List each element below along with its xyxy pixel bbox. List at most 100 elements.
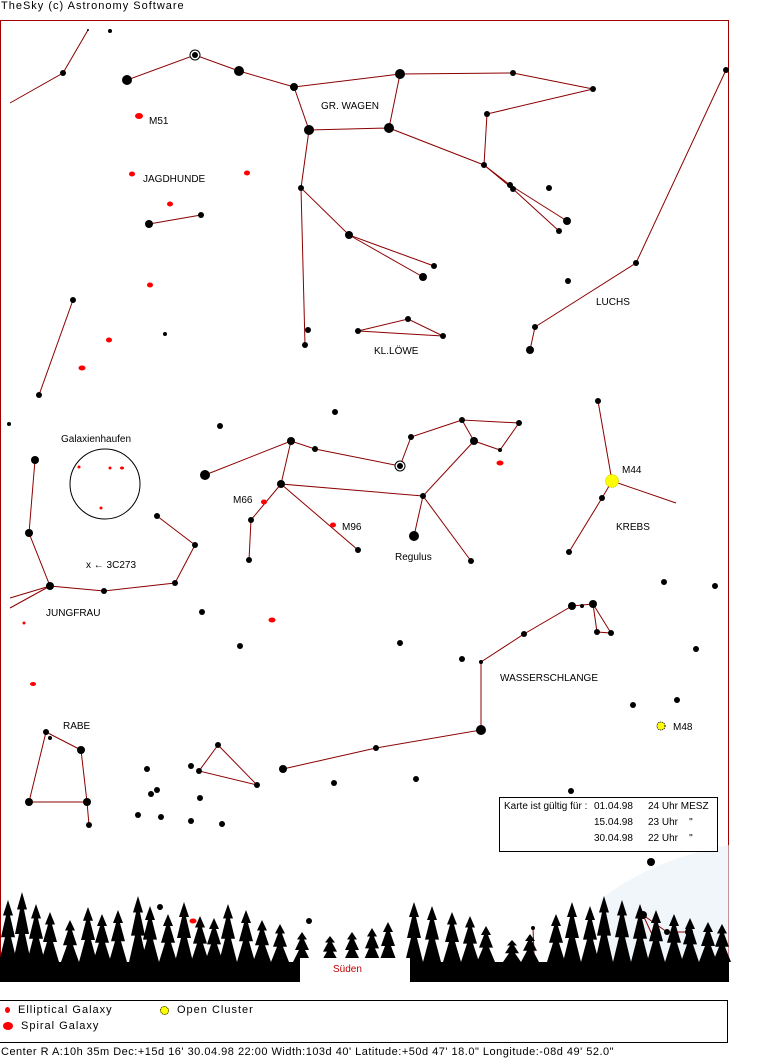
open-cluster-m48-icon [656,721,666,731]
star [234,66,244,76]
star [712,583,718,589]
star [568,602,576,610]
validity-date: 01.04.98 [594,801,633,812]
star [384,123,394,133]
star [331,780,337,786]
star [122,75,132,85]
galaxy-icon [106,337,112,343]
star [306,918,312,924]
star [470,437,478,445]
star [531,926,535,930]
star [556,228,562,234]
spiral-galaxy-icon [3,1022,13,1030]
status-bar: Center R A:10h 35m Dec:+15d 16' 30.04.98… [1,1046,615,1058]
legend-spiral: Spiral Galaxy [21,1020,100,1032]
star-chart [0,20,731,982]
label-kl-loewe: KL.LÖWE [374,346,419,357]
constellation-line [348,234,424,278]
label-m51: M51 [149,116,169,127]
constellation-line [282,603,612,770]
star [145,220,153,228]
star [279,765,287,773]
star [568,788,574,794]
star [302,342,308,348]
star [355,328,361,334]
constellation-line [483,164,568,222]
star [647,858,655,866]
galaxy-icon [268,617,276,623]
star [565,278,571,284]
label-m44: M44 [622,465,642,476]
app-title: TheSky (c) Astronomy Software [1,0,185,12]
star [312,446,318,452]
galaxy-icon [244,170,250,176]
galaxy-icon [261,499,267,505]
star [397,463,403,469]
legend-open-cluster: Open Cluster [177,1004,254,1016]
label-3c273: x ← 3C273 [86,560,137,571]
elliptical-galaxy-icon [5,1007,10,1013]
star [419,273,427,281]
constellation-line [9,585,51,599]
star [595,398,601,404]
label-luchs: LUCHS [596,297,630,308]
star [409,531,419,541]
horizon-gap [300,958,410,982]
open-cluster-m44-icon [605,474,619,488]
star [405,316,411,322]
star [101,588,107,594]
star [154,787,160,793]
star [373,745,379,751]
label-regulus: Regulus [395,552,432,563]
label-jungfrau: JUNGFRAU [46,608,101,619]
star [77,746,85,754]
star [70,297,76,303]
constellation-line [280,483,359,551]
star [479,660,483,664]
constellation-line [148,214,202,225]
star [60,70,66,76]
constellation-line [529,69,727,351]
label-krebs: KREBS [616,522,650,533]
constellation-line [300,187,306,346]
star [198,212,204,218]
label-m96: M96 [342,522,362,533]
galaxy-icon [108,466,112,470]
constellation-line [568,480,613,553]
star [304,125,314,135]
star [305,327,311,333]
label-rabe: RABE [63,721,91,732]
star [484,111,490,117]
star [154,513,160,519]
galaxy-icon [129,171,135,177]
constellation-line [204,440,401,476]
validity-date: 15.04.98 [594,817,633,828]
star [219,821,225,827]
star [298,185,304,191]
star [481,162,487,168]
star [217,423,223,429]
constellation-line [597,400,677,504]
validity-time: 24 Uhr MESZ [648,801,709,812]
validity-date: 30.04.98 [594,833,633,844]
constellation-line [357,318,444,337]
galaxy-icon [330,522,336,528]
star [413,776,419,782]
constellation-line [38,299,74,396]
star [48,736,52,740]
constellation-line [9,585,51,609]
galaxy-icon [189,918,197,924]
galaxy-icon [147,282,153,288]
galaxy-icon [78,365,86,371]
constellation-line [28,459,196,592]
star [526,346,534,354]
star [246,557,252,563]
star [192,542,198,548]
horizon-haze [600,845,729,980]
validity-label: Karte ist gültig für : [504,801,588,812]
constellation-line [280,419,520,497]
star [163,332,167,336]
star [459,656,465,662]
star [254,782,260,788]
star [521,631,527,637]
